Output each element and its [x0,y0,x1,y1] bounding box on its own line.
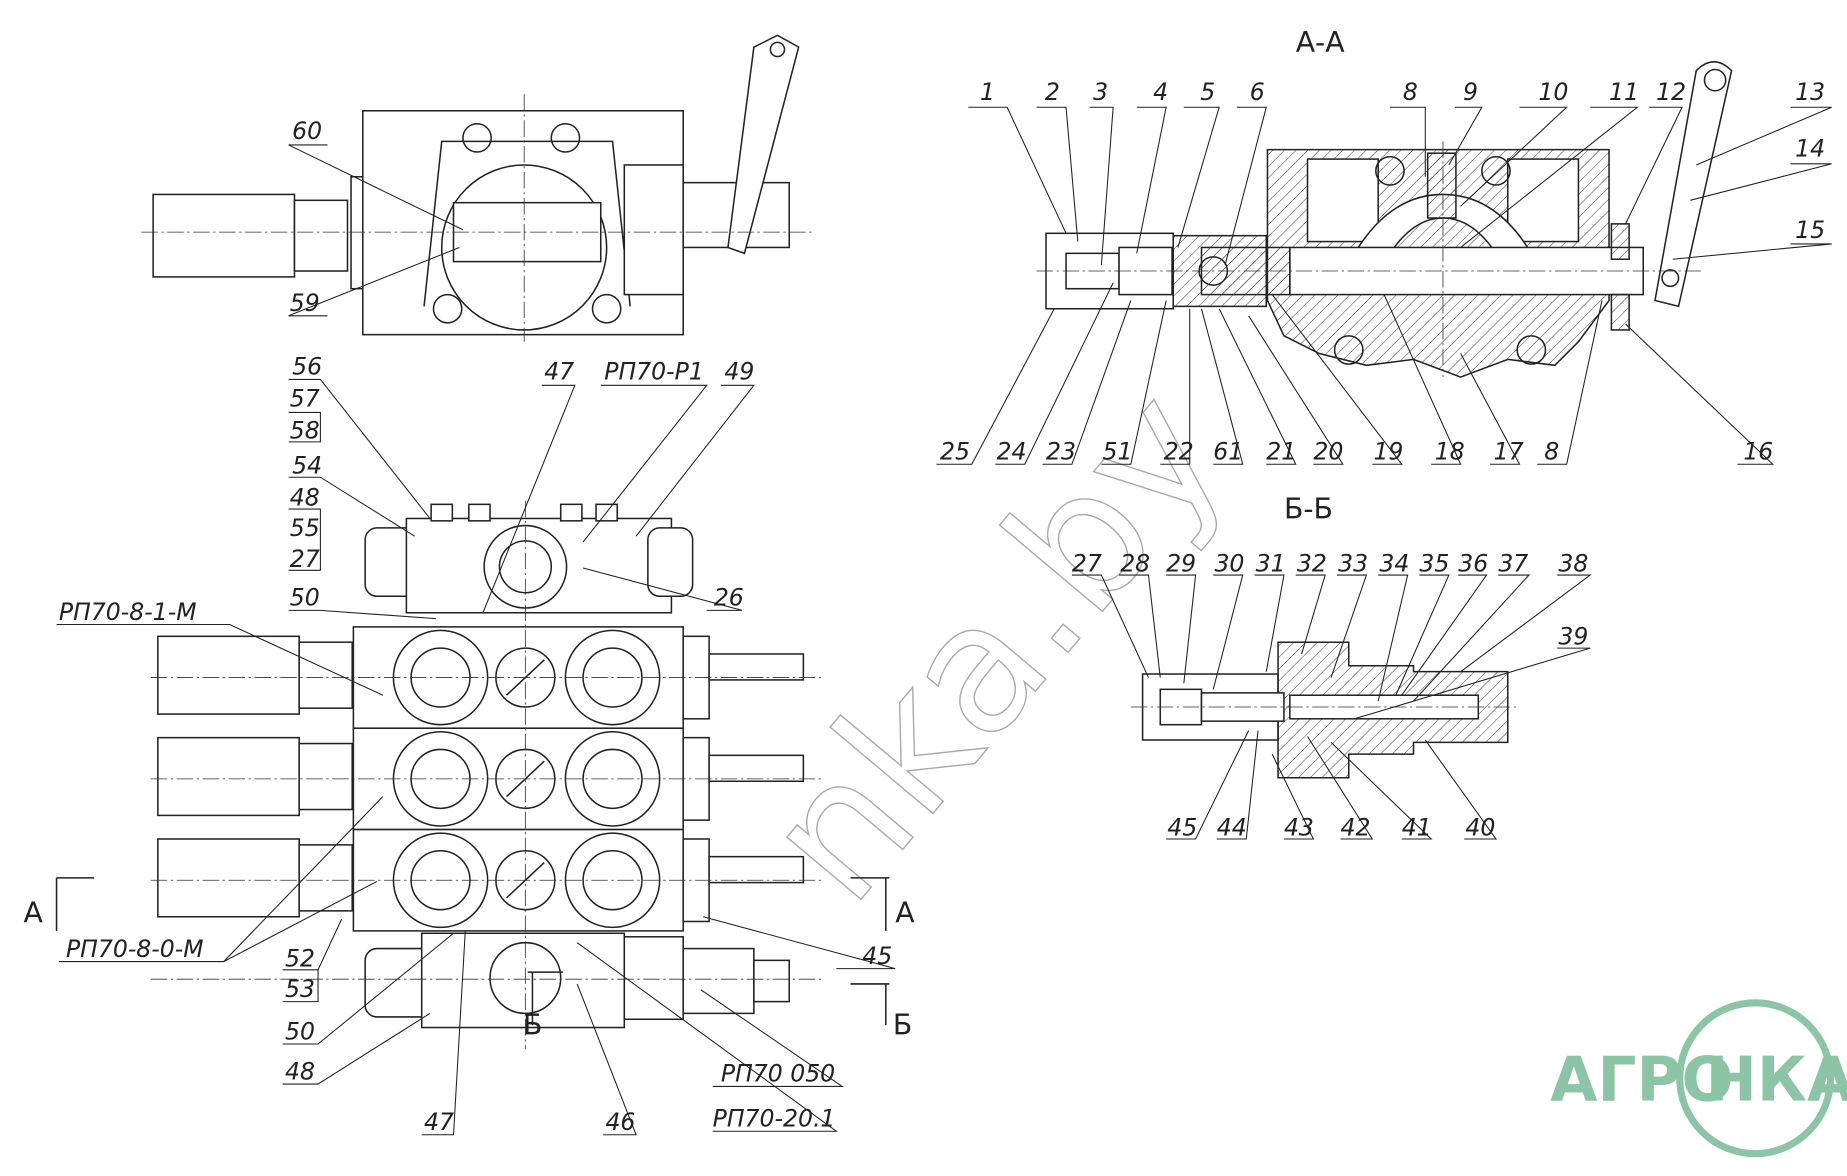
callout-label: 48 [285,1057,315,1085]
callout-label: 31 [1256,549,1286,577]
section-mark-a-left: А [24,897,44,930]
callout-label: 45 [862,942,892,970]
callout-label: 8 [1403,78,1418,106]
section-mark-b-right: Б [893,1009,912,1042]
callout-label: 13 [1795,78,1825,106]
callout-label: 39 [1558,623,1588,651]
callout-label: 38 [1558,549,1588,577]
callout-label: 52 [285,944,315,972]
callout-label: 26 [714,584,744,612]
section-mark-a-right: А [895,897,915,930]
agronka-logo: АГРО НКА [1550,999,1847,1158]
callout-label: 24 [997,438,1027,466]
callout-label: 42 [1340,813,1370,841]
callout-label: 21 [1266,438,1296,466]
callout-label: 22 [1164,438,1194,466]
callout-label: 55 [290,514,320,542]
callout-label: 29 [1166,549,1196,577]
callout-label: 15 [1795,216,1825,244]
callout-label: 45 [1167,813,1197,841]
callout-label: 47 [424,1108,454,1136]
callout-label: 16 [1743,438,1773,466]
callout-label: 14 [1795,135,1825,163]
callout-label: 1 [980,78,995,106]
callout-label: 61 [1213,438,1243,466]
callout-label: 19 [1373,438,1403,466]
callout-label: 20 [1313,438,1343,466]
callout-label: 28 [1120,549,1150,577]
callout-label: РП70-8-0-М [66,935,204,963]
callout-label: 50 [290,584,320,612]
callout-label: РП70-8-1-М [59,598,197,626]
section-b-b: Б-Б 27 28 29 30 31 32 33 34 35 36 37 38 … [1072,492,1592,841]
callout-label: 23 [1046,438,1076,466]
callout-label: 49 [724,357,754,385]
callout-label: 2 [1045,78,1060,106]
callout-label: 17 [1494,438,1524,466]
callout-label: 51 [1103,438,1133,466]
callout-label: 12 [1656,78,1686,106]
callout-label: 27 [290,545,320,573]
callout-label: 56 [292,353,322,381]
callout-label: 53 [285,975,315,1003]
callout-label: 43 [1284,813,1314,841]
logo-text-right: НКА [1706,1045,1847,1116]
callout-label: 40 [1465,813,1495,841]
callout-label: 57 [290,385,320,413]
callout-label: 33 [1338,549,1368,577]
callout-label: 9 [1463,78,1478,106]
callout-label: РП70 050 [721,1060,835,1088]
section-mark-b-left: Б [523,1009,542,1042]
callout-label: 8 [1544,438,1559,466]
callout-label: 6 [1250,78,1265,106]
callout-label: 36 [1458,549,1488,577]
callout-label: 59 [290,289,320,317]
callout-label: 60 [292,117,322,145]
callout-label: 5 [1200,78,1215,106]
callout-label: 35 [1419,549,1449,577]
callout-label: 11 [1609,78,1639,106]
callout-label: 46 [605,1108,635,1136]
callout-label: 3 [1093,78,1108,106]
callout-label: 4 [1153,78,1168,106]
logo-text-left: АГРО [1550,1045,1733,1116]
section-title: Б-Б [1284,492,1333,525]
callout-label: 27 [1072,549,1102,577]
callout-label: 41 [1402,813,1432,841]
callout-label: 18 [1435,438,1465,466]
callout-label: 54 [292,452,322,480]
callout-label: 10 [1538,78,1568,106]
callout-label: 50 [285,1017,315,1045]
callout-label: 25 [940,438,970,466]
section-a-a: А-А [936,26,1832,466]
callout-label: РП70-20.1 [713,1105,836,1133]
callout-label: 32 [1297,549,1327,577]
section-title: А-А [1296,26,1346,59]
callout-label: 58 [290,416,320,444]
callout-label: 30 [1214,549,1244,577]
callout-label: 48 [290,484,320,512]
top-view: 60 59 [141,34,813,342]
callout-label: 34 [1379,549,1409,577]
callout-label: РП70-Р1 [604,357,704,385]
callout-label: 47 [544,357,574,385]
assembly-view: А А Б Б 56 57 58 54 48 55 27 50 47 РП70-… [24,353,916,1136]
callout-label: 44 [1217,813,1247,841]
callout-label: 37 [1498,549,1528,577]
